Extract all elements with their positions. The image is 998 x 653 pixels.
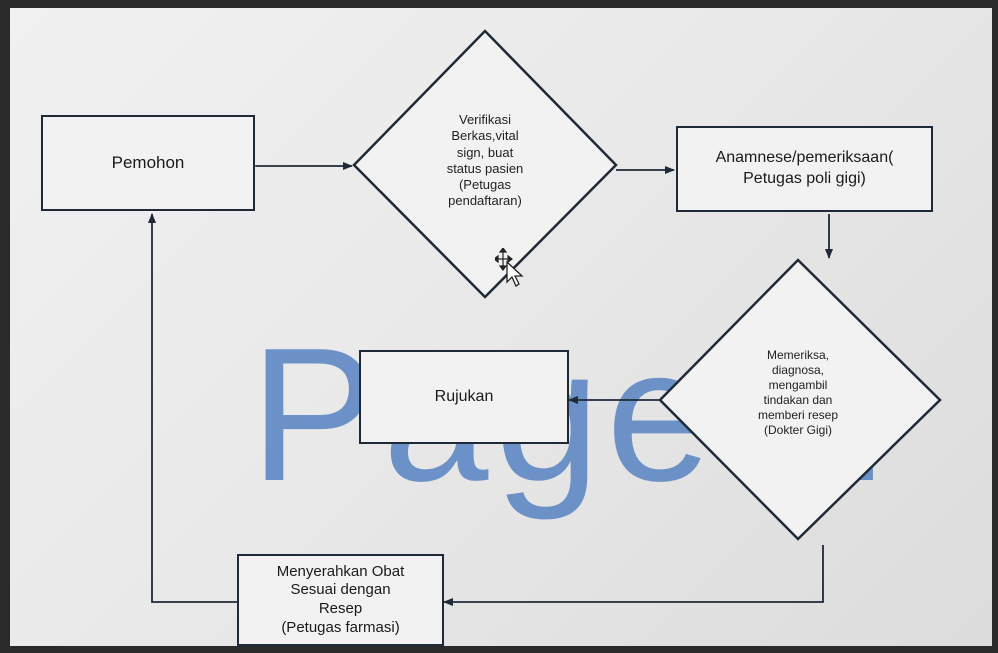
memeriksa-line-6: (Dokter Gigi) bbox=[763, 423, 832, 437]
screen: Page 1 Pemohon Verifikasi Berkas,vital s… bbox=[10, 8, 992, 646]
memeriksa-line-4: tindakan dan bbox=[763, 393, 833, 407]
farmasi-line-3: Resep bbox=[318, 600, 363, 617]
anamnese-line-2: Petugas poli gigi) bbox=[743, 170, 866, 187]
node-pemohon: Pemohon bbox=[41, 115, 255, 211]
farmasi-line-4: (Petugas farmasi) bbox=[281, 618, 400, 636]
flow-connectors bbox=[148, 29, 942, 606]
node-rujukan: Rujukan bbox=[359, 350, 569, 444]
node-pemohon-label: Pemohon bbox=[111, 153, 185, 172]
diamond-verifikasi bbox=[352, 29, 618, 299]
verifikasi-line-6: pendaftaran) bbox=[448, 193, 522, 209]
memeriksa-line-5: memberi resep bbox=[757, 408, 839, 422]
node-rujukan-label: Rujukan bbox=[434, 388, 494, 405]
verifikasi-line-4: status pasien bbox=[446, 160, 524, 176]
node-verifikasi-text: Verifikasi Berkas,vital sign, buat statu… bbox=[415, 112, 555, 210]
verifikasi-line-1: Verifikasi bbox=[458, 112, 512, 127]
anamnese-line-1: Anamnese/pemeriksaan( bbox=[715, 149, 894, 167]
verifikasi-line-2: Berkas,vital bbox=[451, 128, 519, 144]
arrow-memeriksa-farmasi bbox=[443, 545, 824, 606]
move-cursor-icon bbox=[495, 248, 524, 287]
verifikasi-line-3: sign, buat bbox=[456, 144, 514, 160]
farmasi-line-2: Sesuai dengan bbox=[290, 581, 391, 599]
memeriksa-line-1: Memeriksa, bbox=[766, 348, 829, 362]
memeriksa-line-2: diagnosa, bbox=[771, 363, 825, 377]
arrow-farmasi-pemohon bbox=[148, 213, 238, 603]
memeriksa-line-3: mengambil bbox=[768, 378, 828, 392]
node-memeriksa-text: Memeriksa, diagnosa, mengambil tindakan … bbox=[728, 348, 868, 438]
verifikasi-line-5: (Petugas bbox=[458, 177, 512, 192]
node-anamnese: Anamnese/pemeriksaan( Petugas poli gigi) bbox=[676, 126, 933, 212]
node-farmasi: Menyerahkan Obat Sesuai dengan Resep (Pe… bbox=[237, 554, 444, 646]
farmasi-line-1: Menyerahkan Obat bbox=[276, 562, 405, 580]
diamond-memeriksa bbox=[658, 258, 942, 541]
